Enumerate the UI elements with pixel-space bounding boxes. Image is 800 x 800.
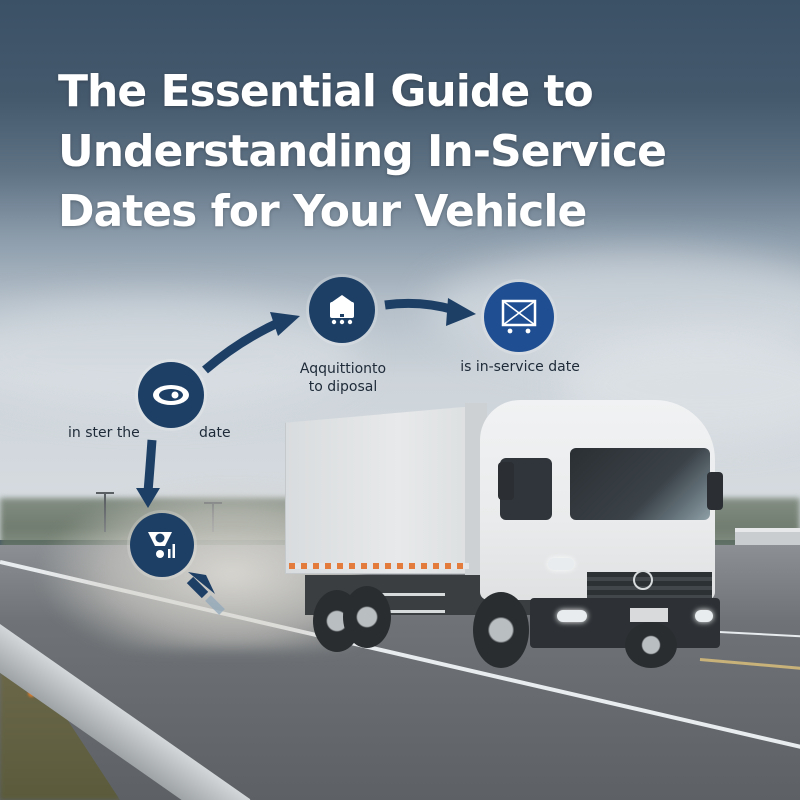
truck bbox=[285, 400, 725, 680]
title-line-2: Understanding In-Service bbox=[58, 126, 667, 177]
page-title: The Essential Guide to Understanding In-… bbox=[58, 62, 758, 242]
node-eye-label-right: date bbox=[199, 425, 231, 441]
arrowhead-icon bbox=[270, 312, 300, 336]
arrowhead-icon bbox=[188, 572, 215, 594]
node-in-service-label: is in-service date bbox=[460, 359, 580, 375]
windshield bbox=[570, 448, 710, 520]
node-eye bbox=[138, 362, 204, 428]
license-plate bbox=[630, 608, 668, 622]
side-guard bbox=[380, 593, 445, 613]
node-in-service bbox=[484, 282, 554, 352]
title-line-3: Dates for Your Vehicle bbox=[58, 186, 587, 237]
screen-cart-icon bbox=[501, 299, 537, 334]
arrow-eye-to-gauge bbox=[143, 439, 157, 493]
cargo-box bbox=[285, 406, 475, 574]
side-mirror bbox=[498, 462, 514, 500]
node-vehicle-label: Aqquittionto to diposal bbox=[283, 360, 403, 396]
node-vehicle-label-line-1: Aqquittionto bbox=[299, 361, 387, 377]
front-wheel bbox=[473, 592, 529, 668]
node-gauge bbox=[130, 513, 194, 577]
truck-cab bbox=[480, 400, 715, 600]
arrowhead-icon bbox=[446, 298, 476, 326]
side-mirror bbox=[707, 472, 723, 510]
reflector-strip bbox=[289, 563, 469, 569]
arrow-gauge-outgoing bbox=[186, 576, 209, 599]
arrow-tail bbox=[205, 595, 225, 615]
arrow-eye-to-vehicle bbox=[202, 317, 282, 374]
node-vehicle bbox=[309, 277, 375, 343]
eye-icon bbox=[153, 385, 189, 405]
brand-logo bbox=[633, 570, 653, 590]
rear-wheel bbox=[343, 586, 391, 648]
title-line-1: The Essential Guide to bbox=[58, 66, 594, 117]
node-vehicle-label-line-2: to diposal bbox=[308, 379, 378, 395]
arrow-vehicle-to-calendar bbox=[384, 298, 457, 315]
fog-light bbox=[695, 610, 713, 622]
node-eye-label-left: in ster the bbox=[68, 425, 140, 441]
truck-icon bbox=[330, 295, 354, 325]
front-wheel bbox=[625, 622, 677, 668]
gauge-signal-icon bbox=[148, 532, 175, 558]
arrowhead-icon bbox=[136, 488, 160, 508]
fog-light bbox=[557, 610, 587, 622]
headlight bbox=[548, 558, 574, 570]
